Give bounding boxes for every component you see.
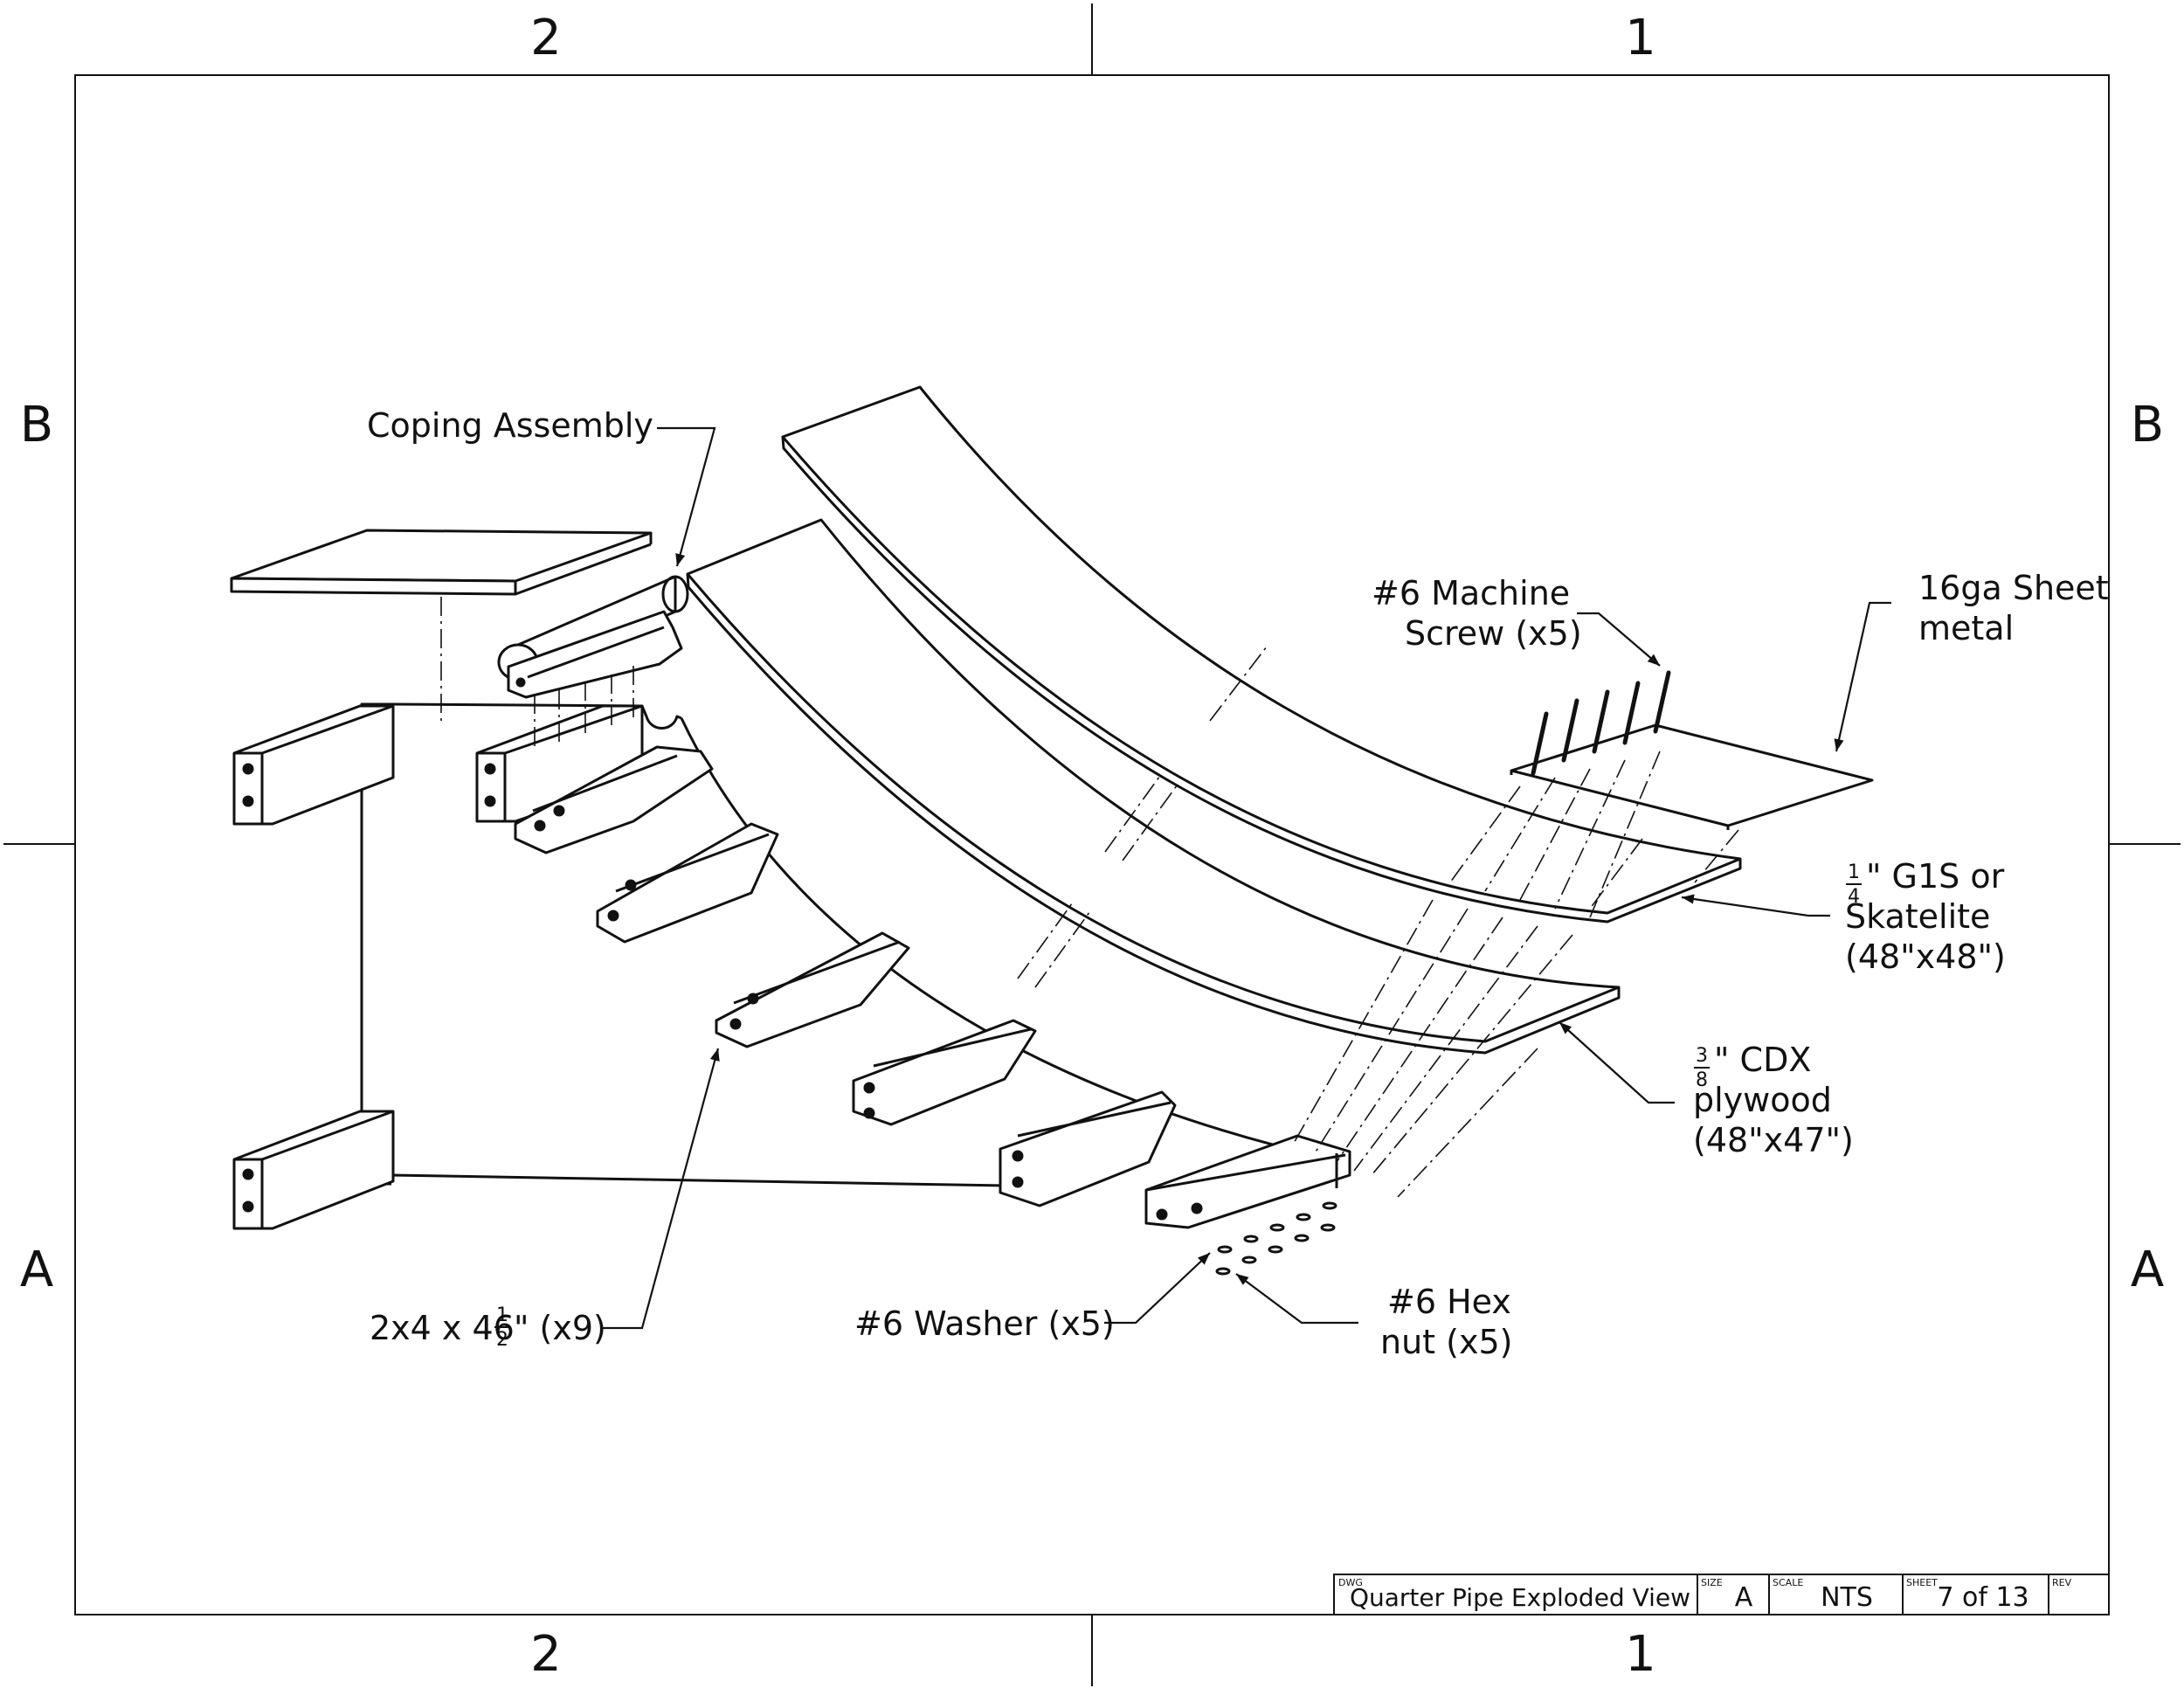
lumber-suffix: " (x9) xyxy=(514,1309,606,1347)
g1s-skatelite-sheet xyxy=(781,385,1742,924)
frame-member-top-left xyxy=(232,704,395,826)
title-block xyxy=(1333,1574,2110,1615)
g1s-frac-den: 4 xyxy=(1848,886,1860,908)
callout-hexnut-line1: #6 Hex xyxy=(1387,1283,1511,1321)
zone-label-top-1: 1 xyxy=(1625,10,1656,66)
rib-2 xyxy=(596,822,779,944)
cdx-line1: " CDX xyxy=(1714,1041,1811,1079)
title-block-sheet: 7 of 13 xyxy=(1937,1582,2028,1613)
callout-machine-screw-line1: #6 Machine xyxy=(1372,574,1570,612)
callout-sheet-metal-line2: metal xyxy=(1918,609,2014,647)
zone-label-right-b: B xyxy=(2131,397,2164,453)
alignment-lines xyxy=(440,597,1739,1198)
leader-washer xyxy=(1104,1252,1211,1325)
zone-label-right-a: A xyxy=(2131,1242,2164,1298)
deck-board xyxy=(230,529,653,596)
g1s-frac-num: 1 xyxy=(1848,861,1860,883)
rib-1 xyxy=(514,745,714,854)
zone-label-bottom-2: 2 xyxy=(530,1626,562,1683)
side-frame xyxy=(360,702,1337,1187)
title-block-size: A xyxy=(1735,1582,1753,1613)
title-block-title: Quarter Pipe Exploded View xyxy=(1350,1583,1690,1612)
callout-cdx: 3 8 " CDX plywood (48"x47") xyxy=(1693,1041,1854,1159)
lumber-frac-num: 1 xyxy=(496,1304,508,1326)
cdx-line3: (48"x47") xyxy=(1693,1121,1854,1159)
zone-label-top-2: 2 xyxy=(530,10,562,66)
g1s-line3: (48"x48") xyxy=(1845,937,2006,976)
washers-and-nuts xyxy=(1215,1201,1337,1276)
leader-g1s xyxy=(1681,894,1830,917)
title-block-size-label: SIZE xyxy=(1701,1577,1723,1588)
coping-mount-block xyxy=(507,610,683,699)
zone-label-left-a: A xyxy=(20,1242,53,1298)
g1s-line1: " G1S or xyxy=(1866,857,2005,896)
title-block-scale-label: SCALE xyxy=(1773,1577,1803,1588)
leader-cdx xyxy=(1559,1021,1675,1104)
title-block-dwg-label: DWG xyxy=(1338,1577,1363,1588)
callout-lumber: 2x4 x 46 1 2 " (x9) xyxy=(370,1304,606,1351)
cdx-line2: plywood xyxy=(1693,1081,1832,1119)
rib-3 xyxy=(715,931,910,1048)
sheet-metal xyxy=(1510,723,1874,830)
callout-sheet-metal-line1: 16ga Sheet xyxy=(1918,569,2109,607)
rib-6 xyxy=(1144,1134,1351,1229)
title-block-rev-label: REV xyxy=(2052,1577,2072,1588)
g1s-line2: Skatelite xyxy=(1845,897,1990,936)
cdx-frac-num: 3 xyxy=(1696,1045,1708,1067)
title-block-scale: NTS xyxy=(1821,1582,1873,1613)
cdx-plywood-sheet xyxy=(686,518,1621,1055)
frame-member-bottom-left xyxy=(232,1110,395,1230)
callout-coping-assembly: Coping Assembly xyxy=(367,406,653,445)
zone-ticks xyxy=(3,3,2181,1686)
callout-hexnut-line2: nut (x5) xyxy=(1380,1323,1512,1361)
coping-notch xyxy=(640,705,682,730)
leader-lines xyxy=(603,426,1891,1330)
title-block-sheet-label: SHEET xyxy=(1906,1577,1938,1588)
leader-sheet-metal xyxy=(1834,601,1891,752)
rib-5 xyxy=(999,1090,1177,1207)
lumber-frac-den: 2 xyxy=(496,1329,508,1351)
lumber-prefix: 2x4 x 46 xyxy=(370,1309,515,1347)
leader-hexnut xyxy=(1235,1273,1358,1325)
cdx-frac-den: 8 xyxy=(1696,1069,1708,1091)
callout-washer: #6 Washer (x5) xyxy=(854,1304,1115,1343)
rib-4 xyxy=(852,1019,1037,1126)
leader-lumber xyxy=(603,1048,720,1330)
zone-label-bottom-1: 1 xyxy=(1625,1626,1656,1683)
leader-screw xyxy=(1577,612,1661,667)
machine-screws xyxy=(1531,670,1671,776)
exploded-assembly xyxy=(230,385,1874,1230)
callout-machine-screw-line2: Screw (x5) xyxy=(1405,614,1582,653)
zone-label-left-b: B xyxy=(20,397,53,453)
leader-coping xyxy=(657,426,716,567)
callout-g1s: 1 4 " G1S or Skatelite (48"x48") xyxy=(1845,857,2006,976)
